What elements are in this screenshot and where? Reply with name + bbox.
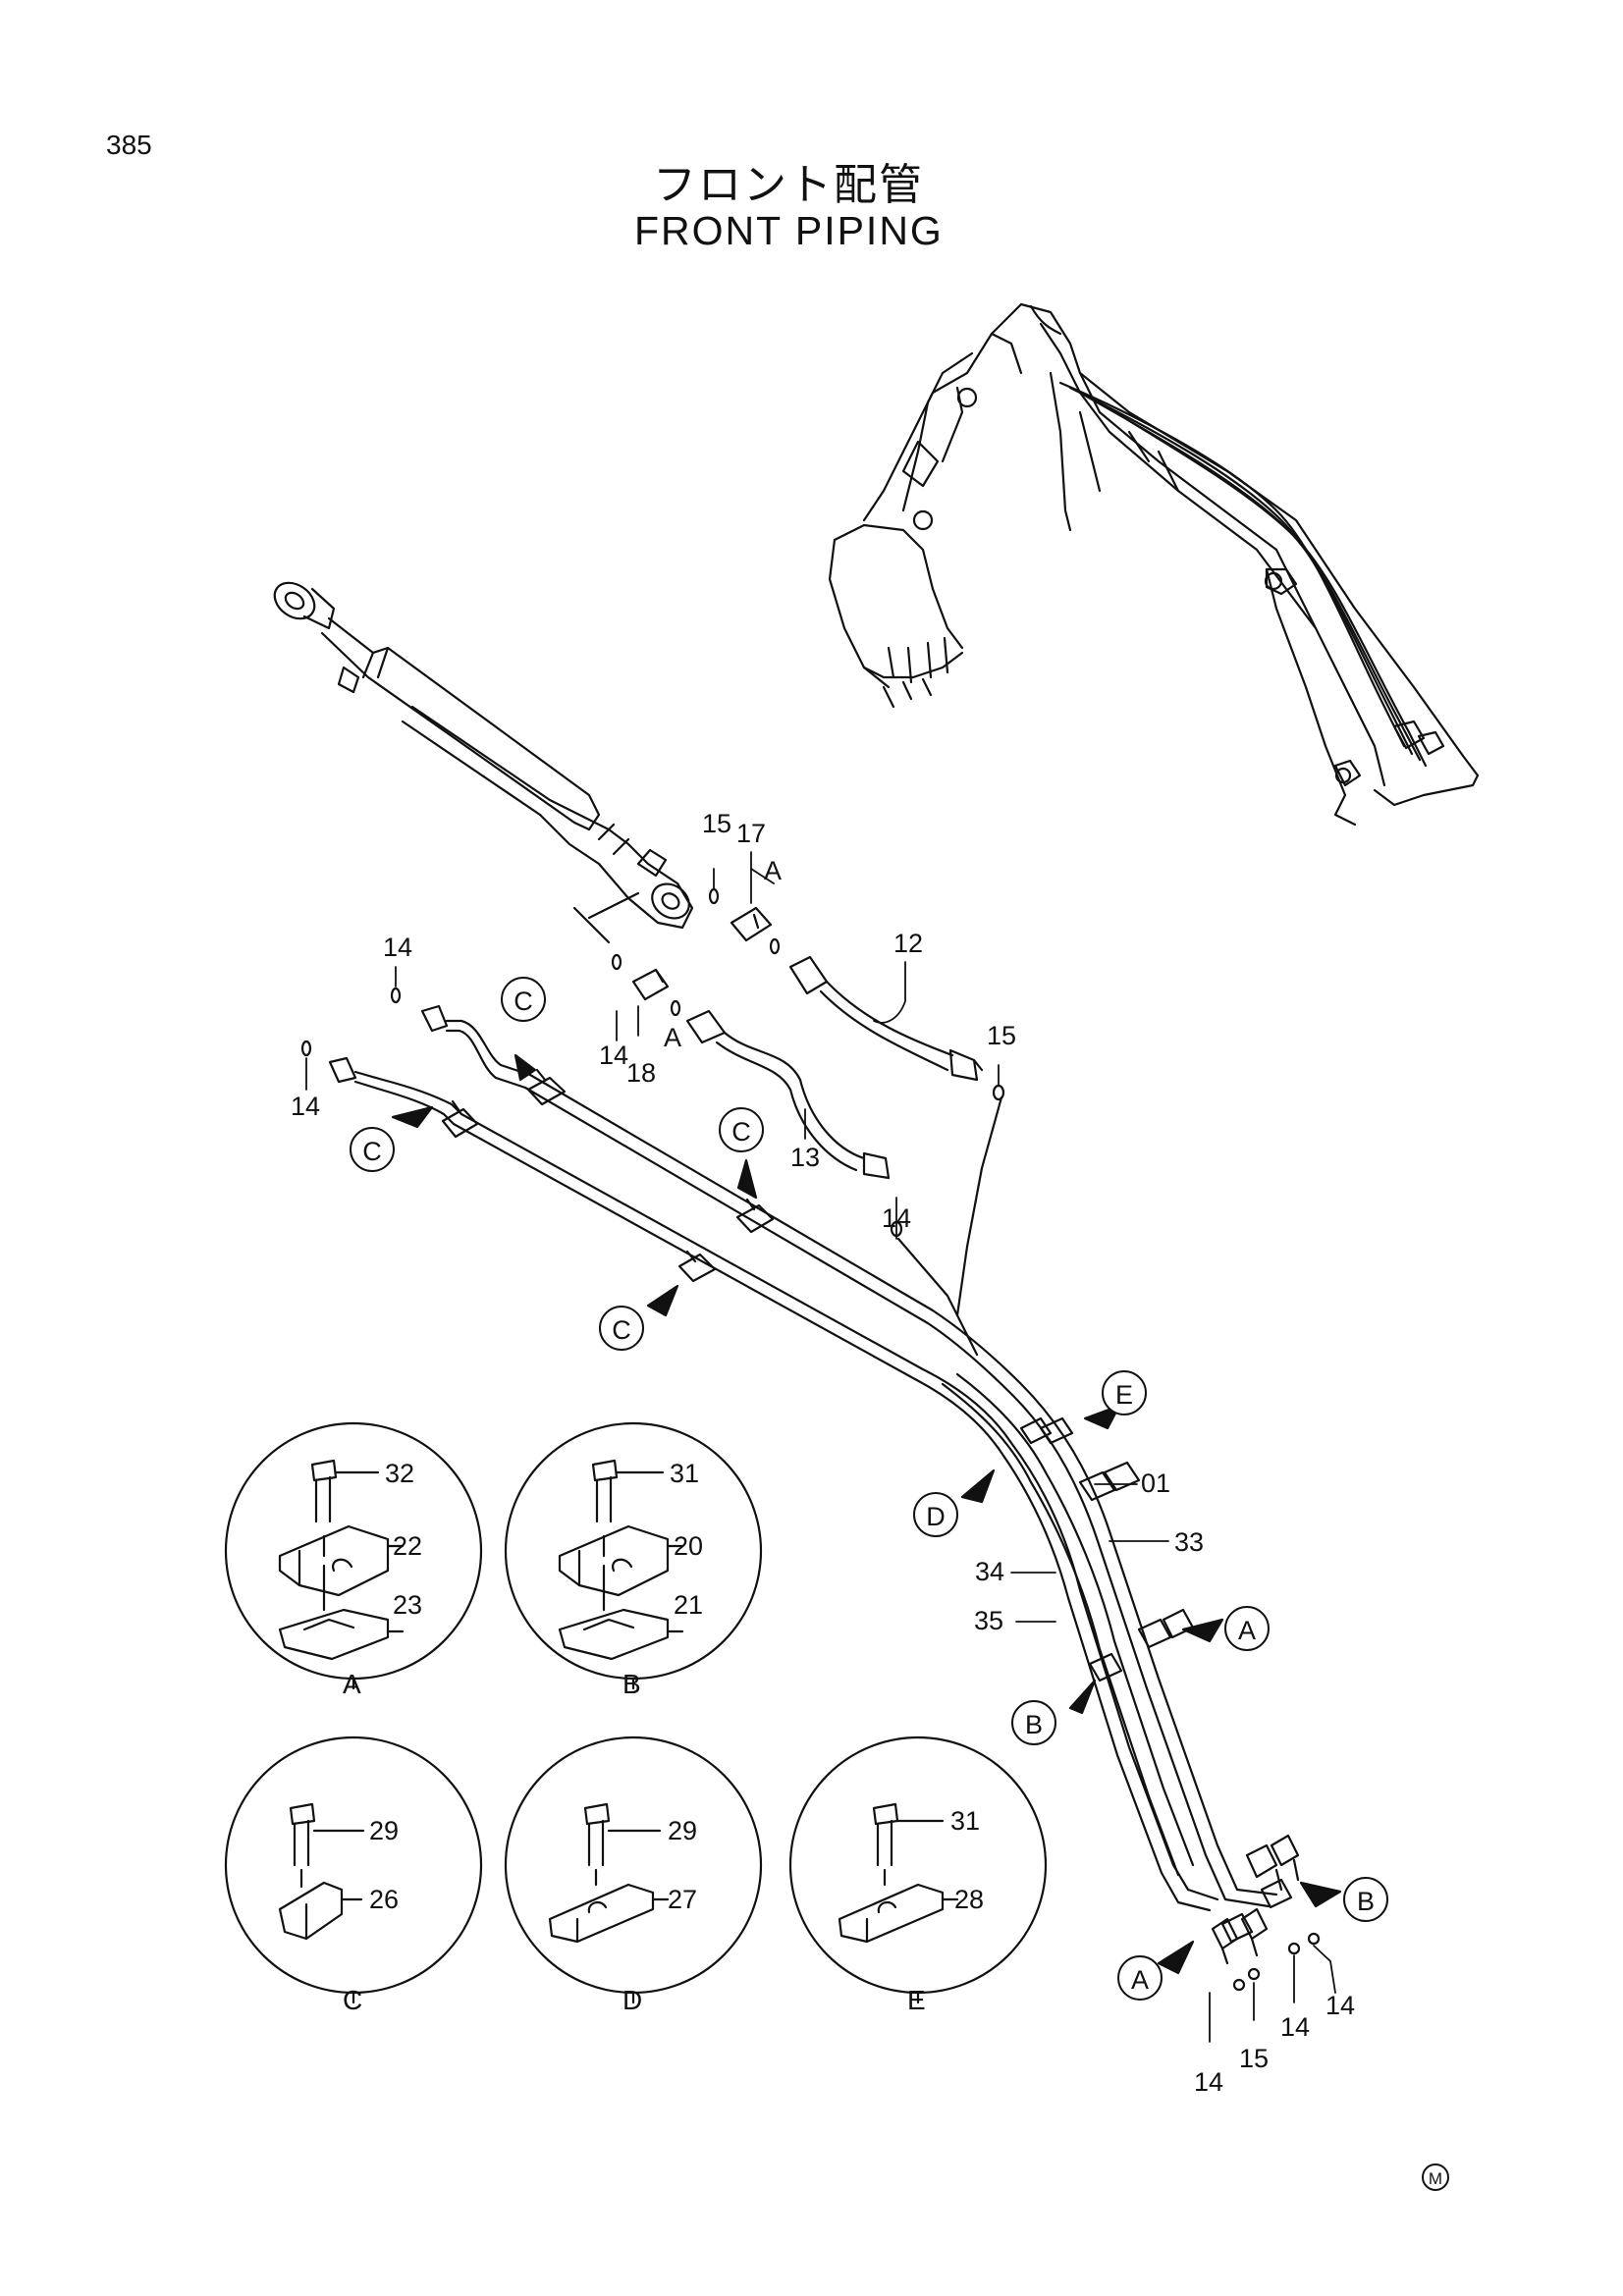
detail-b-lower-label: 21: [674, 1590, 704, 1620]
callout-pointers: [391, 1053, 1342, 1975]
detail-a-letter: A: [343, 1669, 361, 1699]
detail-c-letter: C: [343, 1985, 363, 2015]
part-label: A: [764, 856, 783, 885]
detail-e-parts: [838, 1802, 959, 1944]
detail-d-clamp-label: 27: [668, 1885, 698, 1914]
callout-circle: C: [719, 1107, 764, 1152]
part-label: 01: [1141, 1468, 1171, 1498]
part-label: 33: [1174, 1527, 1205, 1557]
detail-b-bolt-label: 31: [670, 1459, 700, 1488]
part-label: 15: [1239, 2044, 1270, 2073]
part-label: 34: [975, 1557, 1005, 1586]
callout-circle: D: [913, 1492, 958, 1537]
detail-c-parts: [278, 1802, 365, 1941]
detail-a-lower-label: 23: [393, 1590, 423, 1620]
part-label: 14: [291, 1092, 321, 1121]
callout-circle: E: [1102, 1370, 1147, 1415]
page-number: 385: [106, 130, 152, 160]
callout-circle: B: [1011, 1700, 1056, 1745]
callout-circle: B: [1343, 1877, 1388, 1922]
part-label: 14: [882, 1203, 912, 1233]
steel-pipes: [328, 1004, 1321, 1992]
detail-b-parts: [558, 1459, 684, 1661]
part-label: 14: [599, 1041, 629, 1070]
manufacturer-mark-icon: M: [1422, 2163, 1449, 2191]
detail-c-clamp-label: 26: [369, 1885, 400, 1914]
part-label: 15: [702, 809, 732, 838]
part-label: 13: [790, 1143, 821, 1172]
hose-fittings: [300, 887, 1005, 1238]
part-label: 12: [893, 929, 924, 958]
detail-b-letter: B: [622, 1669, 641, 1699]
boom-cylinder-illustration: [273, 581, 694, 930]
part-label: 35: [974, 1606, 1004, 1635]
detail-d-bolt-label: 29: [668, 1816, 698, 1845]
part-label: 14: [1325, 1991, 1356, 2020]
callout-circle: A: [1117, 1955, 1163, 2001]
leader-lines: [305, 851, 1336, 2043]
part-label: 14: [383, 933, 413, 962]
callout-circle: C: [501, 977, 546, 1022]
detail-d-parts: [548, 1802, 670, 1944]
detail-b-upper-label: 20: [674, 1531, 704, 1561]
part-label: 18: [626, 1058, 657, 1088]
detail-a-upper-label: 22: [393, 1531, 423, 1561]
part-label: 14: [1280, 2012, 1311, 2042]
callout-circle: C: [350, 1127, 395, 1172]
detail-circles: [224, 1421, 1048, 2004]
part-label: A: [664, 1023, 682, 1052]
callout-circle: A: [1224, 1606, 1270, 1651]
detail-c-bolt-label: 29: [369, 1816, 400, 1845]
title-english: FRONT PIPING: [634, 208, 944, 253]
part-label: 14: [1194, 2067, 1224, 2097]
callout-circle: C: [599, 1306, 644, 1351]
title-japanese: フロント配管: [653, 160, 924, 210]
detail-e-letter: E: [907, 1985, 926, 2015]
detail-d-letter: D: [622, 1985, 643, 2015]
excavator-arm-illustration: [828, 302, 1480, 827]
detail-a-parts: [278, 1459, 405, 1661]
part-label: 15: [987, 1021, 1017, 1050]
detail-e-clamp-label: 28: [954, 1885, 985, 1914]
pipe-clamps: [441, 1068, 1293, 1944]
part-label: 17: [736, 819, 767, 848]
detail-e-bolt-label: 31: [950, 1806, 981, 1836]
detail-a-bolt-label: 32: [385, 1459, 415, 1488]
